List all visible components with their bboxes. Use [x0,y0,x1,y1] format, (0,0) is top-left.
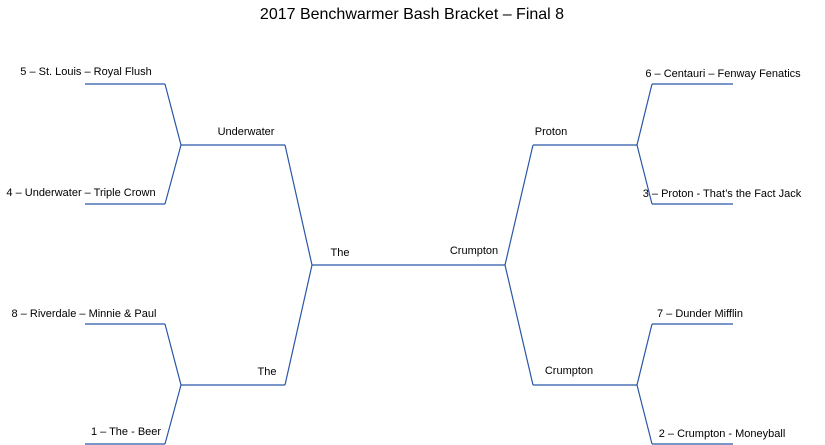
left-r1-team-1: 5 – St. Louis – Royal Flush [20,66,151,78]
left-r1-connector-1 [164,83,182,146]
right-semi-team-2: Crumpton [545,365,593,377]
right-semi-team-1: Proton [535,126,567,138]
right-semi-connector-1 [504,144,534,266]
left-r1-team-3: 8 – Riverdale – Minnie & Paul [12,308,157,320]
right-semi-connector-2 [504,264,534,386]
left-r1-connector-3 [164,323,182,386]
right-r1-team-2: 3 – Proton - That’s the Fact Jack [643,188,802,200]
right-r1-connector-2 [636,144,653,205]
right-r1-connector-1 [636,83,653,146]
right-finalist: Crumpton [450,245,498,257]
left-semi-connector-2 [284,264,313,386]
right-r1-connector-3 [636,323,653,386]
right-r1-connector-4 [636,384,653,445]
bracket-title: 2017 Benchwarmer Bash Bracket – Final 8 [260,6,564,23]
left-r1-connector-4 [164,384,182,445]
left-finalist: The [331,247,350,259]
left-r1-connector-2 [164,144,182,205]
left-r1-team-4: 1 – The - Beer [91,426,161,438]
left-semi-connector-1 [284,144,313,266]
left-r1-team-2: 4 – Underwater – Triple Crown [6,187,155,199]
left-semi-team-1: Underwater [218,126,275,138]
right-r1-team-3: 7 – Dunder Mifflin [657,308,743,320]
left-semi-team-2: The [258,366,277,378]
right-r1-team-1: 6 – Centauri – Fenway Fenatics [645,68,801,80]
right-r1-team-4: 2 – Crumpton - Moneyball [659,428,786,440]
